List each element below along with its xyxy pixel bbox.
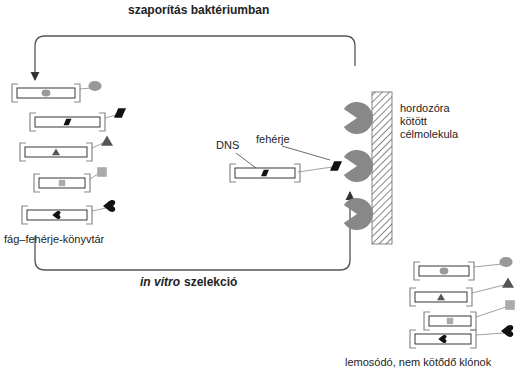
part-label: fehérje [256, 133, 290, 146]
protein-shape [59, 180, 65, 186]
leader-line [236, 153, 256, 168]
protein-shape [42, 90, 51, 97]
protein-shape [447, 318, 453, 324]
protein-shape [97, 167, 107, 177]
protein-shape [440, 268, 449, 275]
phage [410, 278, 514, 306]
part-label: hordozóra kötött célmolekula [400, 102, 478, 141]
group-label: fág–fehérje-könyvtár [4, 233, 104, 246]
phage [410, 325, 513, 348]
phage [12, 81, 102, 102]
protein-shape [501, 325, 513, 337]
target-molecule [344, 198, 373, 230]
group-label: lemosódó, nem kötődő klónok [345, 356, 491, 369]
target-molecule [344, 150, 373, 182]
protein-shape [330, 161, 342, 171]
phage [30, 108, 126, 131]
protein-shape [502, 278, 514, 288]
phage [22, 200, 115, 224]
phage [20, 136, 113, 161]
part-label: DNS [216, 139, 239, 152]
arrow-caption: in vitro [140, 276, 180, 289]
protein-shape [101, 136, 113, 146]
protein-shape [103, 200, 115, 212]
protein-shape [52, 148, 60, 155]
protein-shape [499, 257, 512, 267]
arrow-caption: szelekció [184, 276, 237, 289]
phage [34, 167, 107, 192]
phage [414, 257, 513, 280]
protein-shape [261, 170, 269, 176]
bound-phage [230, 161, 342, 182]
target-molecule [344, 102, 373, 134]
protein-shape [437, 293, 445, 300]
cycle-arrow-top [35, 36, 355, 80]
support-surface [372, 92, 392, 244]
arrow-caption: szaporítás baktériumban [128, 4, 269, 17]
protein-shape [114, 108, 126, 118]
leader-line [282, 146, 330, 160]
protein-shape [88, 81, 101, 91]
protein-shape [64, 119, 72, 125]
protein-shape [438, 335, 446, 343]
protein-shape [505, 300, 515, 310]
cycle-arrow-bottom [35, 192, 350, 270]
protein-shape [52, 211, 60, 219]
phage [424, 300, 515, 330]
